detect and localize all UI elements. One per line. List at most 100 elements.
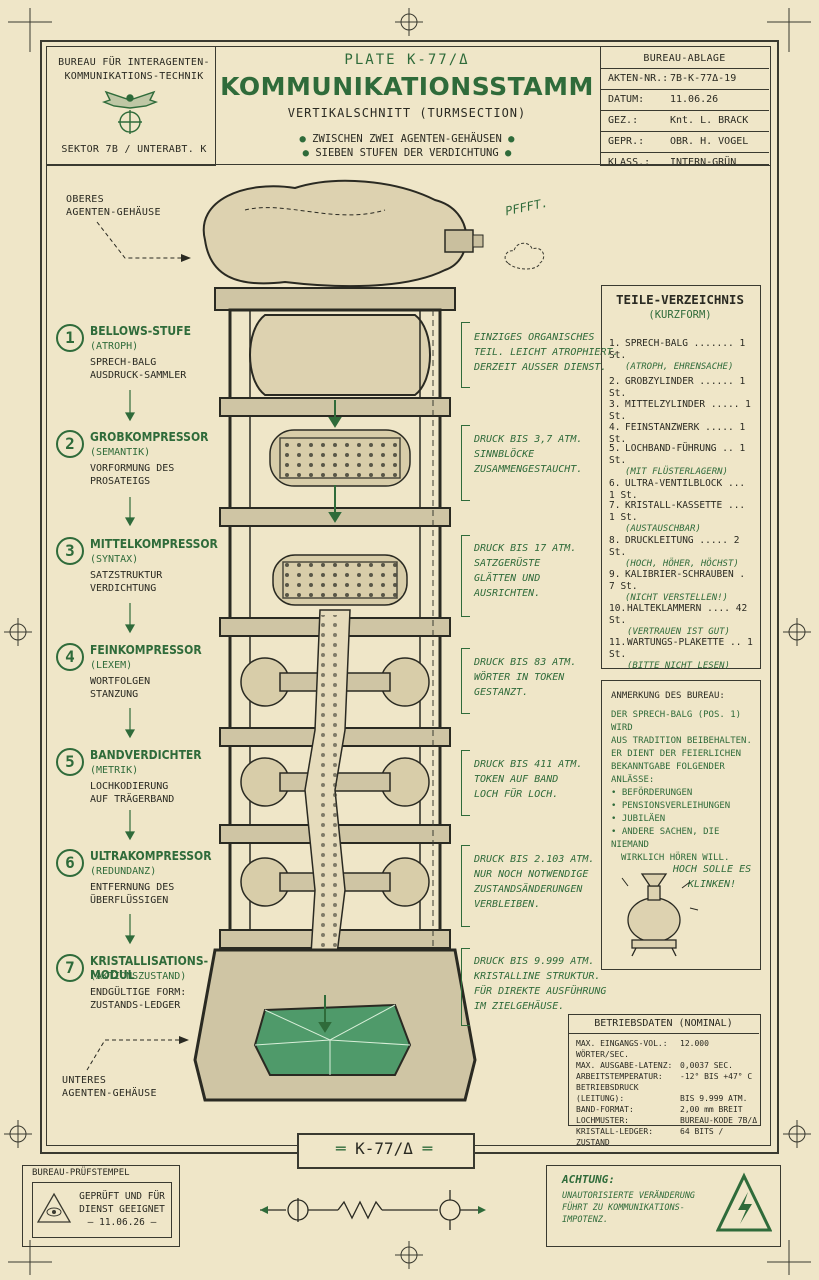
stage-subtitle: (SYNTAX) <box>90 554 139 565</box>
bureau-name-1: BUREAU FÜR INTERAGENTEN- <box>58 57 210 68</box>
stage-number: 2 <box>56 430 84 458</box>
stamp-box <box>22 1165 180 1247</box>
stage-number: 4 <box>56 643 84 671</box>
opdata-row: KRISTALL-LEDGER:64 BITS / ZUSTAND <box>576 1127 724 1147</box>
bureau-name-2: KOMMUNIKATIONS-TECHNIK <box>64 71 204 82</box>
cheer-text: HOCH SOLLE ES KLINKEN! <box>672 864 752 890</box>
parts-list-box <box>601 285 761 669</box>
remark-box <box>601 680 761 970</box>
parts-row: 6.ULTRA-VENTILBLOCK ... 1 St. <box>609 478 746 501</box>
stage-desc: SPRECH-BALG <box>90 357 157 368</box>
note-bracket <box>461 425 470 501</box>
stage-desc: PROSATEIGS <box>90 476 151 487</box>
tower-illustration <box>193 179 484 1102</box>
stage-desc: ENDGÜLTIGE FORM: <box>90 987 187 998</box>
stage-subtitle: (ATROPH) <box>90 341 139 352</box>
stage-title: KRISTALLISATIONS-MODUL <box>90 954 209 982</box>
sector-label: SEKTOR 7B / UNTERABT. K <box>61 144 207 155</box>
records-title: BUREAU-ABLAGE <box>643 53 726 64</box>
parts-row: 8.DRUCKLEITUNG ..... 2 St. (HOCH, HÖHER,… <box>609 535 740 569</box>
bureau-box <box>46 46 216 166</box>
stage-subtitle: (LEXEM) <box>90 660 133 671</box>
stage-title: MITTELKOMPRESSOR <box>90 537 218 551</box>
upper-housing-leader <box>96 221 191 262</box>
page-subtitle: VERTIKALSCHNITT (TURMSECTION) <box>287 106 527 120</box>
opdata-title: BETRIEBSDATEN (NOMINAL) <box>594 1018 733 1029</box>
stage-subtitle: (REDUNDANZ) <box>90 866 157 877</box>
stage-desc: AUSDRUCK-SAMMLER <box>90 370 187 381</box>
stage-title: FEINKOMPRESSOR <box>90 643 202 657</box>
plate-code: ═ K-77/Δ ═ <box>335 1139 433 1158</box>
opdata-box <box>568 1014 761 1126</box>
stage-desc: STANZUNG <box>90 689 139 700</box>
note-stage-7: DRUCK BIS 9.999 ATM.KRISTALLINE STRUKTUR… <box>474 956 607 1012</box>
records-box <box>600 46 771 166</box>
opdata-divider <box>568 1033 759 1034</box>
stage-number: 7 <box>56 954 84 982</box>
plate-label: PLATE K-77/Δ <box>344 52 470 68</box>
stage-subtitle: (METRIK) <box>90 765 139 776</box>
opdata-row: ARBEITSTEMPERATUR:-12° BIS +47° C <box>576 1072 753 1081</box>
stage-desc: LOCHKODIERUNG <box>90 781 169 792</box>
records-row: DATUM:11.06.26 <box>600 90 769 111</box>
stage-number: 5 <box>56 748 84 776</box>
stage-desc: AUF TRÄGERBAND <box>90 794 175 805</box>
stage-subtitle: (SEMANTIK) <box>90 447 151 458</box>
header-divider <box>46 164 769 165</box>
warning-text: UNAUTORISIERTE VERÄNDERUNG FÜHRT ZU KOMM… <box>562 1191 696 1225</box>
parts-list-title: TEILE-VERZEICHNIS <box>616 292 744 307</box>
warning-title: ACHTUNG: <box>562 1173 615 1186</box>
parts-row: 4.FEINSTANZWERK ..... 1 St. <box>609 422 746 445</box>
stage-desc: ENTFERNUNG DES <box>90 882 175 893</box>
stamp-title: BUREAU-PRÜFSTEMPEL <box>32 1168 130 1178</box>
plate-code-box <box>297 1133 475 1169</box>
stage-subtitle: (AKTIONSZUSTAND) <box>90 971 187 982</box>
note-bracket <box>461 845 470 927</box>
header-bullet-1: ● ZWISCHEN ZWEI AGENTEN-GEHÄUSEN ● <box>299 133 515 145</box>
puff-cloud-icon <box>504 242 545 270</box>
parts-row: 3.MITTELZYLINDER ..... 1 St. <box>609 399 751 422</box>
bellows-horn-icon <box>621 873 699 957</box>
note-bracket <box>461 322 470 388</box>
stage-desc: SATZSTRUKTUR <box>90 570 163 581</box>
opdata-table: MAX. EINGANGS-VOL.:12.000 WÖRTER/SEC. MA… <box>576 1038 758 1148</box>
parts-row: 11.WARTUNGS-PLAKETTE .. 1 St. (BITTE NIC… <box>609 637 753 671</box>
lower-housing-leader <box>86 1036 189 1071</box>
upper-housing-label: OBERES AGENTEN-GEHÄUSE <box>66 194 161 218</box>
parts-row: 10.HALTEKLAMMERN .... 42 St. (VERTRAUEN … <box>609 603 748 637</box>
parts-row: 1.SPRECH-BALG ....... 1 St. (ATROPH, EHR… <box>609 338 746 372</box>
stage-desc: ÜBERFLÜSSIGEN <box>90 895 169 906</box>
warning-box <box>546 1165 781 1247</box>
opdata-row: BETRIEBSDRUCK (LEITUNG):BIS 9.999 ATM. <box>576 1083 748 1103</box>
parts-row: 5.LOCHBAND-FÜHRUNG .. 1 St. (MIT FLÜSTER… <box>609 443 746 477</box>
stage-arrows <box>124 390 136 945</box>
remark-text: ANMERKUNG DES BUREAU: DER SPRECH-BALG (P… <box>611 691 752 863</box>
stage-desc: VERDICHTUNG <box>90 583 157 594</box>
note-bracket <box>461 948 470 1026</box>
stage-title: GROBKOMPRESSOR <box>90 430 209 444</box>
note-bracket <box>461 648 470 714</box>
circuit-symbol-icon <box>260 1190 486 1230</box>
lower-housing-label: UNTERES AGENTEN-GEHÄUSE <box>62 1075 157 1099</box>
stage-title: BANDVERDICHTER <box>90 748 202 762</box>
parts-row: 9.KALIBRIER-SCHRAUBEN . 7 St. (NICHT VER… <box>609 569 746 603</box>
parts-list-subtitle: (KURZFORM) <box>648 309 712 321</box>
stamp-text: GEPRÜFT UND FÜR DIENST GEEIGNET – 11.06.… <box>79 1191 165 1228</box>
records-table: AKTEN-NR.:7B-K-77Δ-19 DATUM:11.06.26 GEZ… <box>600 68 769 173</box>
opdata-row: MAX. EINGANGS-VOL.:12.000 WÖRTER/SEC. <box>576 1039 709 1059</box>
stage-desc: VORFORMUNG DES <box>90 463 175 474</box>
page-title: KOMMUNIKATIONSSTAMM <box>220 72 594 101</box>
header-bullet-2: ● SIEBEN STUFEN DER VERDICHTUNG ● <box>302 147 512 159</box>
stamp-inner-box <box>32 1182 172 1238</box>
eye-triangle-icon <box>36 1192 72 1223</box>
opdata-row: BAND-FORMAT:2,00 mm BREIT <box>576 1105 743 1114</box>
records-row: GEZ.:Knt. L. BRACK <box>600 111 769 132</box>
records-row: GEPR.:OBR. H. VOGEL <box>600 132 769 153</box>
parts-row: 7.KRISTALL-KASSETTE ... 1 St. (AUSTAUSCH… <box>609 500 746 534</box>
stage-number: 6 <box>56 849 84 877</box>
opdata-row: MAX. AUSGABE-LATENZ:0,0037 SEC. <box>576 1061 733 1070</box>
